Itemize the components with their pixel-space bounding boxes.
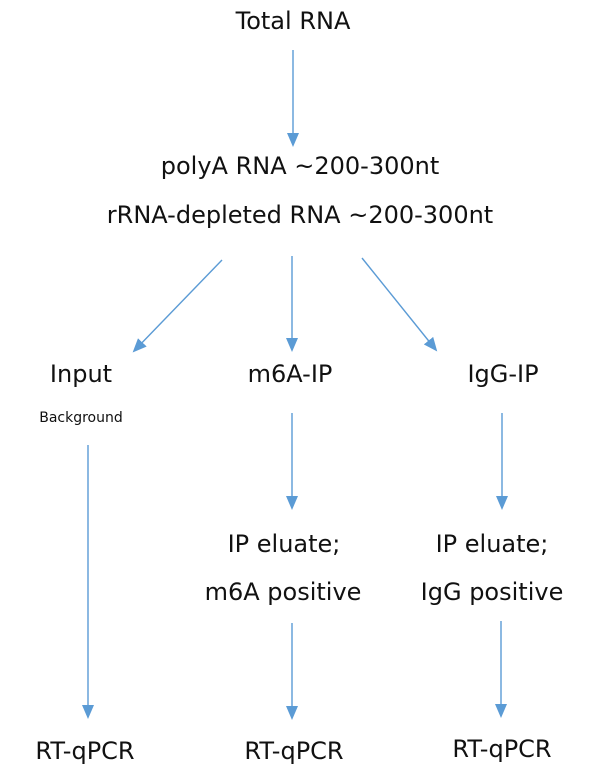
node-background-note: Background [39, 410, 123, 426]
node-m6a-ip: m6A-IP [247, 360, 333, 388]
node-igg-positive: IgG positive [420, 578, 564, 606]
node-rtqpcr-igg: RT-qPCR [452, 735, 552, 763]
node-ip-eluate-m6a: IP eluate; [227, 530, 341, 558]
node-rrna-depleted-rna: rRNA-depleted RNA ~200-300nt [106, 201, 494, 229]
node-polya-rna: polyA RNA ~200-300nt [160, 152, 440, 180]
arrow-to-input [132, 259, 223, 353]
node-m6a-positive: m6A positive [204, 578, 362, 606]
node-rtqpcr-input: RT-qPCR [35, 737, 135, 765]
arrow-to-igg-ip [361, 257, 438, 352]
node-total-rna: Total RNA [235, 7, 351, 35]
node-rtqpcr-m6a: RT-qPCR [244, 737, 344, 765]
node-igg-ip: IgG-IP [467, 360, 539, 388]
node-ip-eluate-igg: IP eluate; [435, 530, 549, 558]
node-input: Input [49, 360, 113, 388]
